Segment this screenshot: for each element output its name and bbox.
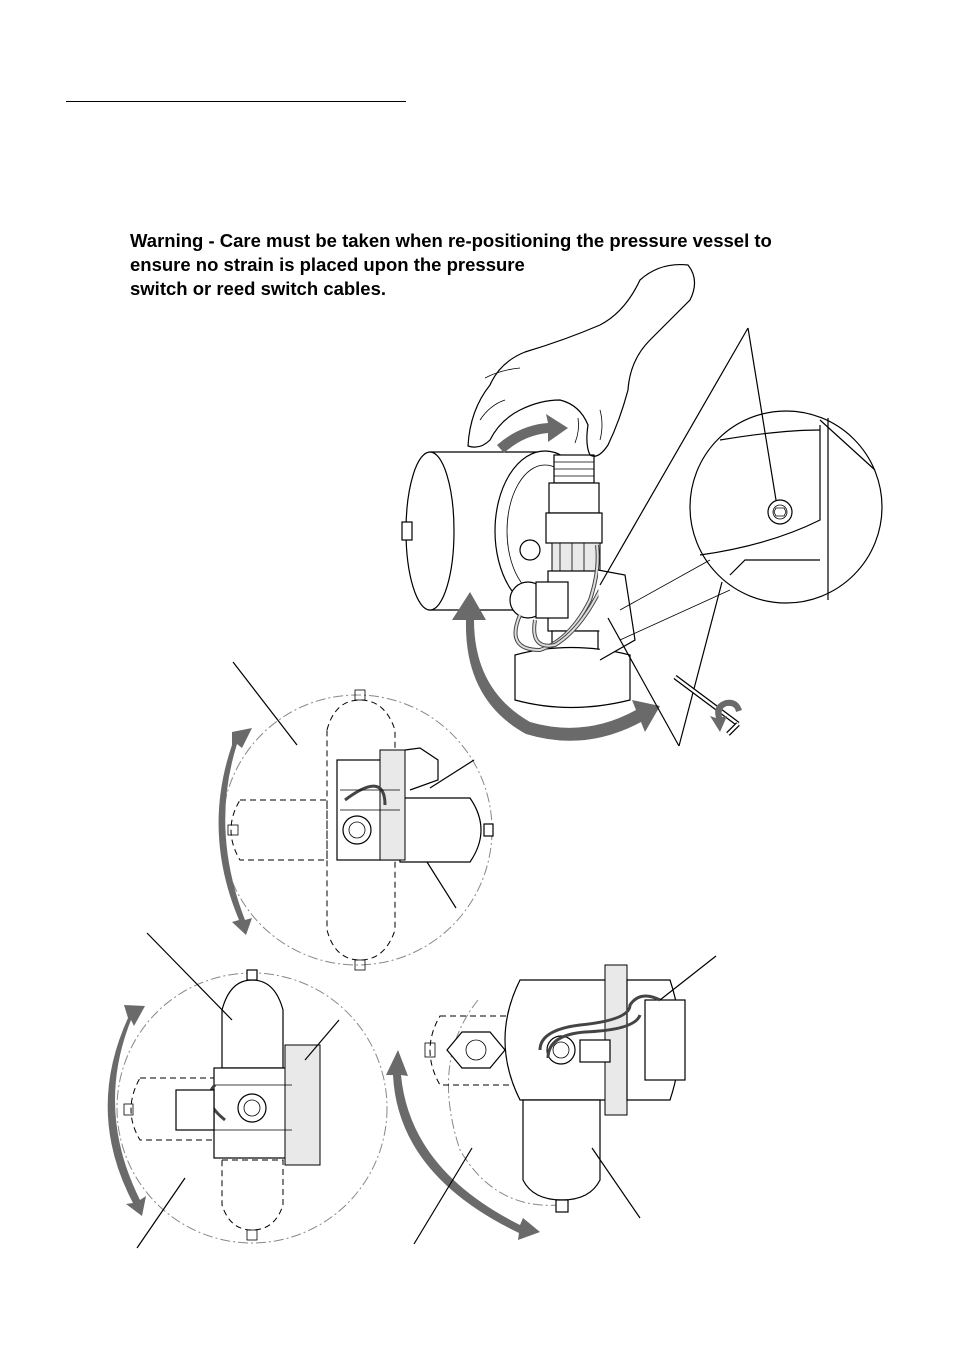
- hex-key-icon: [673, 674, 742, 736]
- hand-icon: [467, 263, 696, 457]
- leader-lines-bottom-left: [136, 932, 340, 1249]
- warning-text: Warning - Care must be taken when re-pos…: [130, 229, 850, 301]
- bottom-left-assembly: [116, 969, 388, 1244]
- leader-lines-top: [599, 327, 777, 747]
- warning-line-1: Warning - Care must be taken when re-pos…: [130, 230, 772, 251]
- middle-assembly: [221, 689, 494, 971]
- rotation-arrow-middle: [218, 728, 252, 935]
- leader-lines-middle: [232, 661, 475, 909]
- warning-line-3: switch or reed switch cables.: [130, 278, 387, 299]
- warning-line-2: ensure no strain is placed upon the pres…: [130, 254, 525, 275]
- detail-magnifier: [619, 410, 883, 641]
- rotation-arrow-top: [497, 414, 568, 453]
- top-assembly: [401, 450, 636, 709]
- rotation-arrow-bottom: [452, 592, 660, 741]
- leader-lines-bottom-right: [413, 955, 717, 1245]
- bottom-right-assembly: [424, 964, 686, 1213]
- rotation-arrow-bottom-right: [386, 1050, 540, 1240]
- rotation-arrow-bottom-left: [107, 1005, 146, 1216]
- header-rule: [66, 101, 406, 102]
